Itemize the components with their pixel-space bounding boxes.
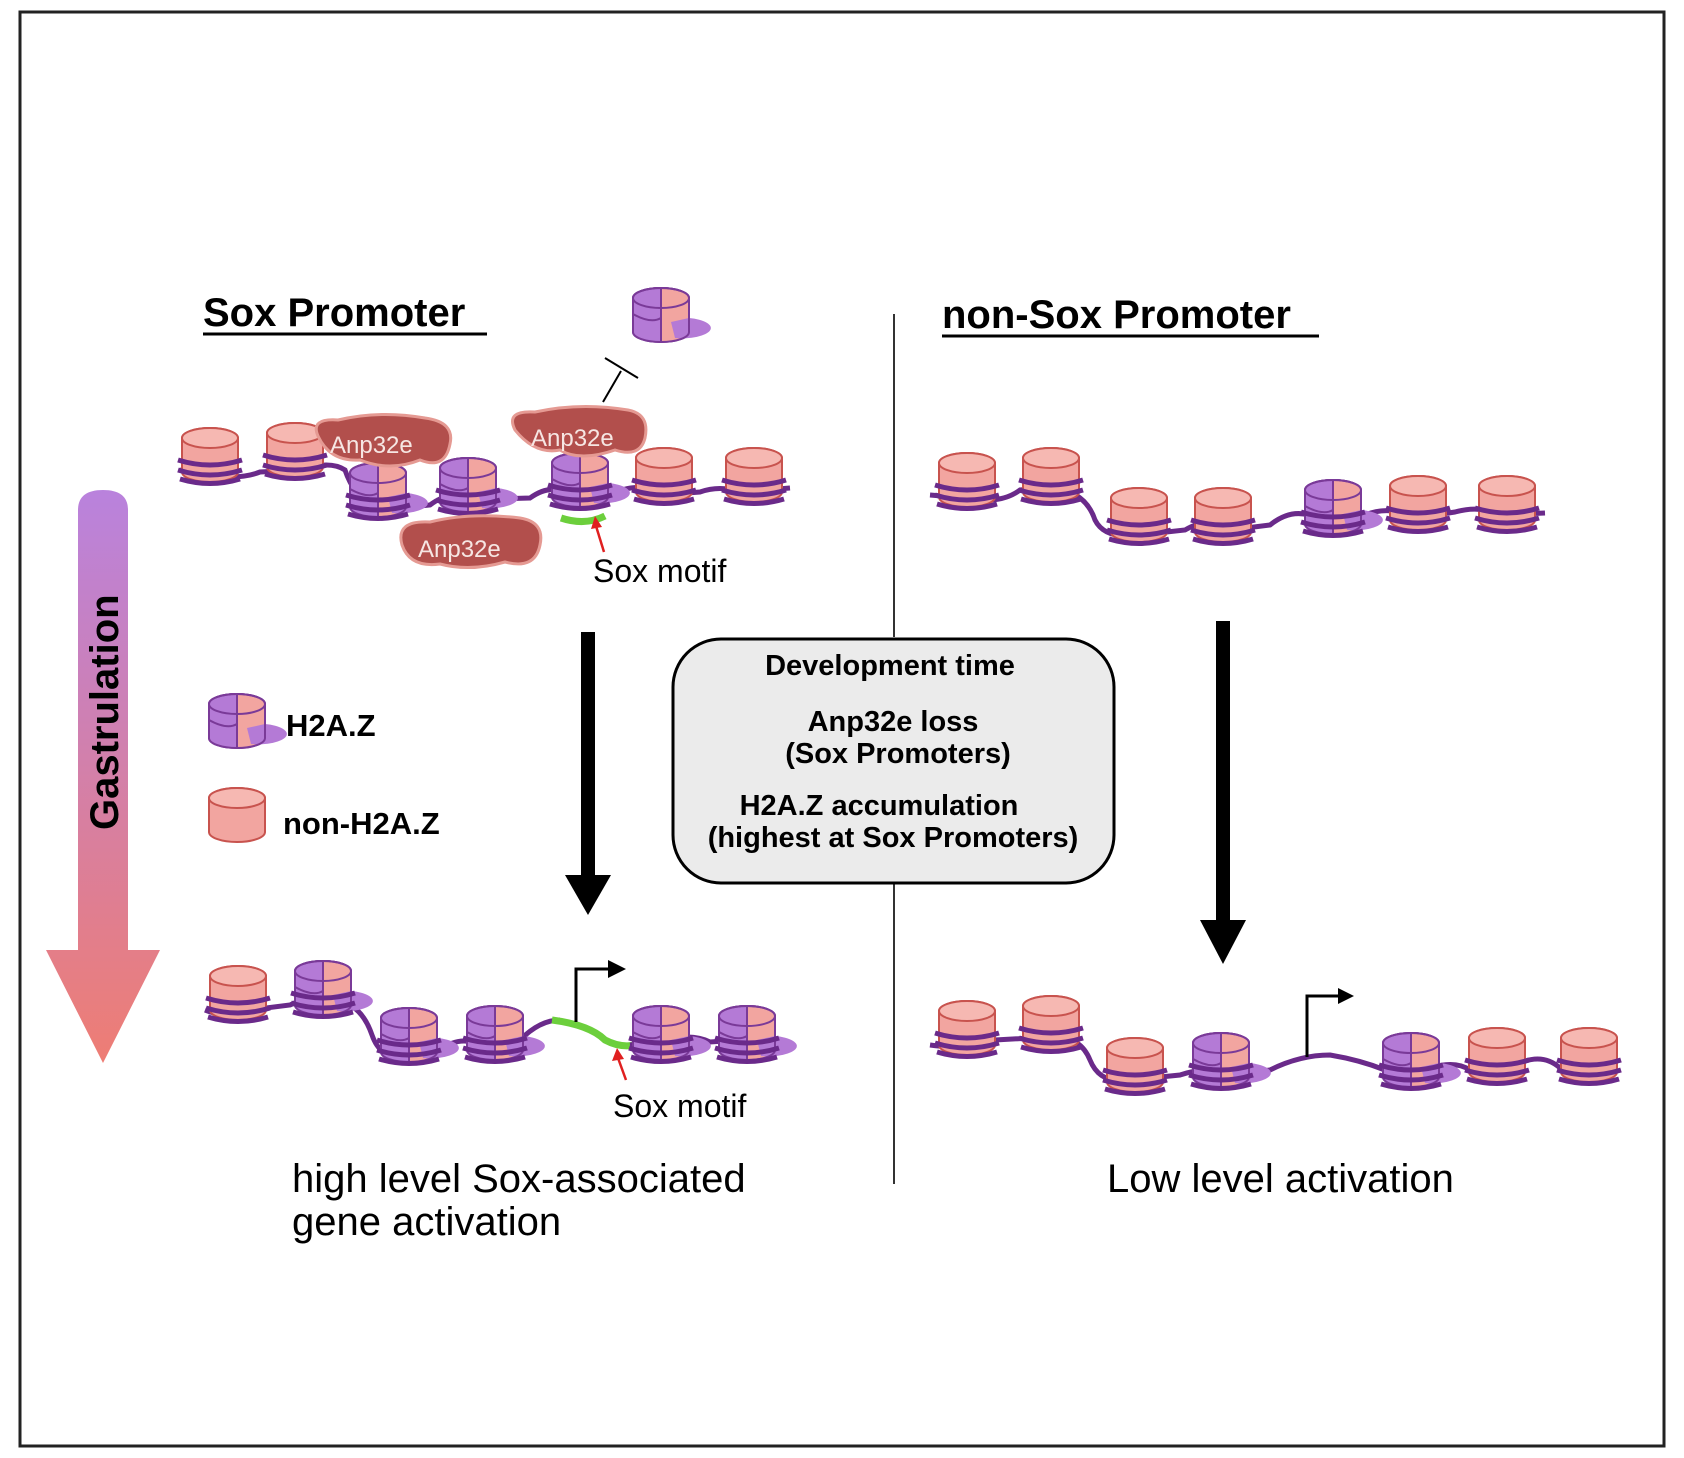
sox-caption-line2: gene activation (292, 1200, 561, 1244)
sox-motif-label-bottom: Sox motif (613, 1088, 746, 1124)
legend-non-h2az-icon (208, 787, 266, 843)
non-sox-transition-arrow (1200, 621, 1246, 964)
box-line-sox-promoters: (Sox Promoters) (785, 738, 1011, 770)
sox-top-chromatin (178, 422, 791, 525)
non-sox-top-chromatin (929, 447, 1546, 544)
non-sox-bottom-chromatin (929, 995, 1621, 1094)
inhibition-symbol (602, 357, 639, 403)
non-sox-promoter-title: non-Sox Promoter (942, 293, 1291, 337)
svg-text:Anp32e: Anp32e (531, 425, 614, 452)
sox-bottom-chromatin (205, 960, 798, 1064)
anp32e-blob-2: Anp32e (399, 514, 543, 570)
sox-motif-dna-bottom (551, 1016, 636, 1050)
legend-h2az-label: H2A.Z (286, 708, 376, 743)
sox-motif-label-top: Sox motif (593, 553, 726, 589)
non-sox-caption: Low level activation (1107, 1157, 1454, 1201)
gastrulation-arrow (46, 490, 160, 1063)
sox-motif-pointer-bottom (612, 1048, 628, 1081)
sox-transition-arrow (565, 632, 611, 915)
development-time-box (671, 637, 1116, 885)
sox-motif-dna-top (559, 512, 607, 525)
box-line-h2az-accumulation: H2A.Z accumulation (740, 790, 1019, 822)
sox-promoter-title: Sox Promoter (203, 291, 465, 335)
sox-caption-line1: high level Sox-associated (292, 1157, 746, 1201)
transcription-start-arrow-sox (574, 960, 626, 1022)
box-line-anp32e-loss: Anp32e loss (808, 706, 979, 738)
box-line-development-time: Development time (765, 650, 1015, 682)
svg-text:Anp32e: Anp32e (418, 536, 501, 563)
svg-text:Anp32e: Anp32e (330, 432, 413, 459)
transcription-start-arrow-non-sox (1305, 988, 1354, 1057)
box-line-highest-at-sox: (highest at Sox Promoters) (708, 822, 1079, 854)
anp32e-blob-1: Anp32e (314, 412, 453, 468)
gastrulation-label: Gastrulation (83, 594, 127, 830)
anp32e-blob-3: Anp32e (511, 404, 648, 458)
legend-non-h2az-label: non-H2A.Z (283, 806, 440, 841)
sox-motif-pointer-top (591, 516, 606, 553)
